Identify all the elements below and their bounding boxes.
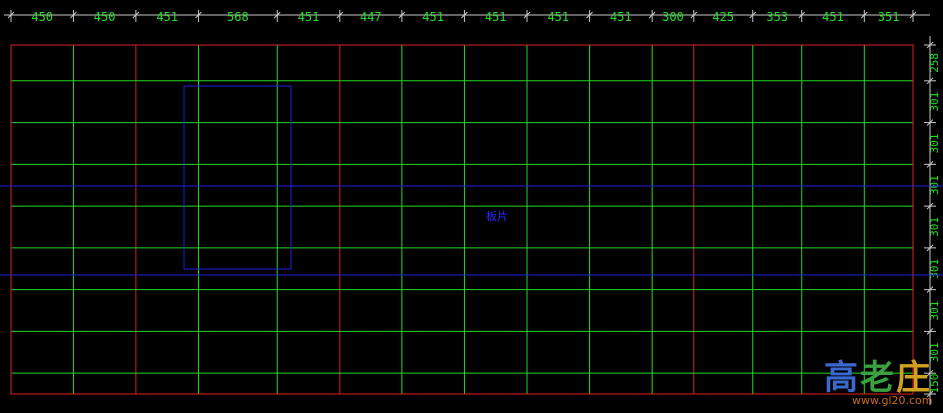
- right-dim-label: 150: [928, 374, 941, 394]
- center-label: 板片: [486, 209, 508, 223]
- top-dim-label: 568: [227, 10, 249, 24]
- top-dim-label: 451: [610, 10, 632, 24]
- right-dim-label: 301: [928, 342, 941, 362]
- top-dim-label: 351: [878, 10, 900, 24]
- top-dim-label: 447: [360, 10, 382, 24]
- top-dim-label: 451: [156, 10, 178, 24]
- top-dim-label: 451: [422, 10, 444, 24]
- top-dim-label: 300: [662, 10, 684, 24]
- right-dimension-chain: 258 301 301 301 301 301 301 301 150: [924, 36, 941, 405]
- top-dim-label: 450: [31, 10, 53, 24]
- right-dim-label: 258: [928, 53, 941, 73]
- right-dim-label: 301: [928, 134, 941, 154]
- right-dim-label: 301: [928, 175, 941, 195]
- top-dim-label: 451: [547, 10, 569, 24]
- watermark-char-3: 庄: [896, 358, 930, 398]
- top-dim-label: 451: [298, 10, 320, 24]
- blue-outlines: [0, 85, 943, 276]
- top-dim-label: 353: [766, 10, 788, 24]
- top-dim-label: 451: [485, 10, 507, 24]
- watermark-url: www.gl20.com: [852, 394, 933, 407]
- top-dim-label: 450: [94, 10, 116, 24]
- panel-grid: [10, 44, 914, 395]
- right-dim-label: 301: [928, 301, 941, 321]
- site-watermark: 高 老 庄 www.gl20.com: [822, 358, 940, 410]
- blue-opening-rect: [183, 85, 292, 270]
- right-dim-label: 301: [928, 92, 941, 112]
- outer-frame: [10, 44, 914, 395]
- watermark-char-2: 老: [860, 358, 894, 398]
- top-dim-label: 451: [822, 10, 844, 24]
- top-dim-label: 425: [712, 10, 734, 24]
- watermark-char-1: 高: [824, 358, 858, 398]
- right-dim-label: 301: [928, 259, 941, 279]
- top-dimension-chain: 450 450 451 568 451 447 451 451 451 451 300 425 353 4…: [4, 10, 930, 24]
- right-dim-label: 301: [928, 217, 941, 237]
